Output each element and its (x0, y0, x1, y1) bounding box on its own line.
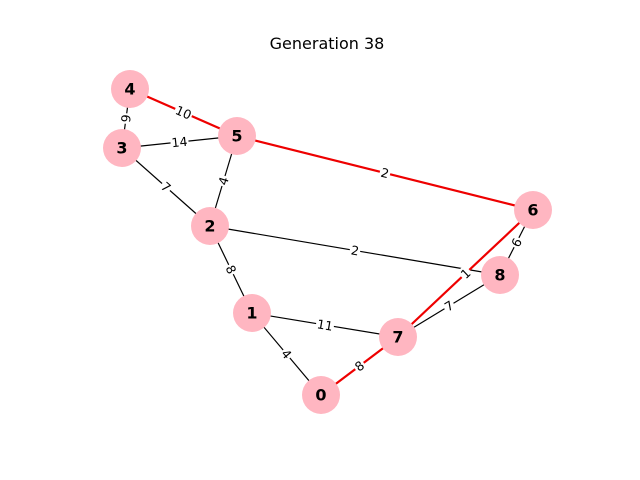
graph-node-6: 6 (514, 191, 552, 229)
edge-weight-background (169, 134, 190, 150)
edge-weight-background (440, 297, 458, 315)
edge-weight-background (456, 264, 475, 283)
edge-weight-text: 10 (173, 102, 194, 122)
node-circle (233, 294, 271, 332)
edge-weight-background (507, 234, 526, 251)
edge-weight-label-4-3: 9 (118, 112, 134, 125)
edge-weight-text: 2 (350, 242, 360, 258)
edge-weight-label-5-2: 4 (215, 173, 232, 189)
edge-weight-background (348, 242, 362, 259)
edge-weight-label-3-5: 14 (169, 134, 190, 151)
node-label: 2 (204, 217, 215, 236)
edge-weight-label-2-1: 8 (222, 261, 240, 278)
edge-weight-background (118, 112, 134, 125)
node-label: 1 (246, 304, 257, 323)
edge-weight-label-8-7: 7 (440, 297, 458, 315)
edge-weight-label-6-8: 6 (507, 234, 526, 251)
node-circle (481, 256, 519, 294)
node-label: 0 (315, 386, 326, 405)
nodes-layer: 0 1 2 3 4 5 6 7 8 (103, 70, 552, 414)
edge-weight-label-2-8: 2 (348, 242, 362, 259)
node-circle (103, 129, 141, 167)
node-circle (111, 70, 149, 108)
edge-weight-text: 4 (215, 175, 232, 187)
node-circle (191, 207, 229, 245)
node-label: 8 (494, 266, 505, 285)
node-label: 6 (527, 201, 538, 220)
graph-node-7: 7 (379, 318, 417, 356)
node-circle (302, 376, 340, 414)
node-label: 4 (124, 80, 135, 99)
edge-weight-label-3-2: 7 (157, 178, 175, 196)
edge-weight-text: 11 (316, 316, 334, 333)
graph-node-2: 2 (191, 207, 229, 245)
edge-weight-label-1-7: 11 (314, 316, 336, 334)
edge-weight-background (157, 178, 175, 196)
node-circle (218, 117, 256, 155)
edge-weight-background (172, 102, 195, 123)
node-label: 7 (392, 328, 403, 347)
edge-weight-label-7-0: 8 (351, 357, 368, 375)
edge-weight-background (222, 261, 240, 278)
graph-node-8: 8 (481, 256, 519, 294)
edge-weight-label-4-5: 10 (172, 102, 195, 123)
node-circle (514, 191, 552, 229)
graph-node-5: 5 (218, 117, 256, 155)
edge-weight-background (378, 164, 392, 182)
node-label: 3 (116, 139, 127, 158)
edge-weight-label-1-0: 4 (277, 345, 296, 363)
edge-weight-background (351, 357, 368, 375)
node-circle (379, 318, 417, 356)
edge-weight-text: 9 (118, 114, 134, 124)
edge-weight-text: 14 (171, 134, 188, 151)
node-label: 5 (231, 127, 242, 146)
graph-node-0: 0 (302, 376, 340, 414)
graph-node-4: 4 (111, 70, 149, 108)
edge-weight-label-5-6: 2 (378, 164, 392, 182)
figure-title: Generation 38 (270, 34, 385, 53)
edge-weight-background (314, 316, 336, 334)
edge-weight-text: 2 (379, 165, 390, 181)
edge-weight-background (215, 173, 232, 189)
edge-weight-background (277, 345, 296, 363)
graph-node-1: 1 (233, 294, 271, 332)
graph-node-3: 3 (103, 129, 141, 167)
